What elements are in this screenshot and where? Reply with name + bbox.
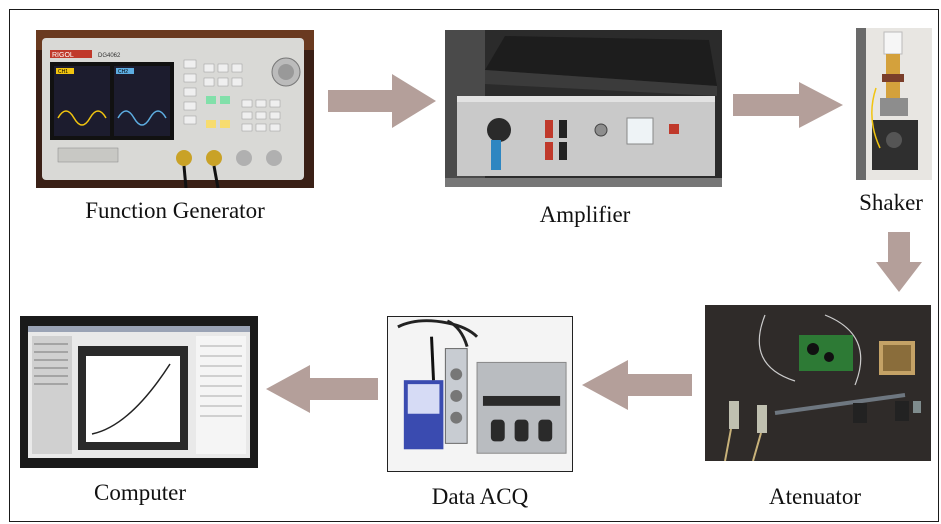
amplifier-label: Amplifier bbox=[539, 202, 631, 227]
arrow-atenuator-to-data-acq bbox=[582, 360, 692, 410]
shaker-photo bbox=[856, 28, 932, 180]
diagram-frame bbox=[9, 9, 939, 522]
ch1-text: CH1 bbox=[58, 69, 68, 75]
arrow-generator-to-amplifier bbox=[328, 74, 436, 128]
brand-text: RIGOL bbox=[52, 52, 74, 59]
arrow-shaker-to-atenuator bbox=[876, 232, 922, 292]
arrow-amplifier-to-shaker bbox=[733, 82, 843, 128]
atenuator-label: Atenuator bbox=[769, 484, 861, 509]
amplifier-photo bbox=[445, 30, 722, 187]
function-generator-label: Function Generator bbox=[85, 198, 265, 223]
model-text: DG4062 bbox=[98, 53, 121, 59]
shaker-label: Shaker bbox=[859, 190, 923, 215]
ch2-text: CH2 bbox=[118, 69, 128, 75]
computer-photo bbox=[20, 316, 258, 468]
function-generator-photo: RIGOL DG4062 CH1 CH2 bbox=[36, 30, 314, 188]
arrow-data-acq-to-computer bbox=[266, 365, 378, 413]
data-acq-photo bbox=[387, 316, 573, 472]
data-acq-label: Data ACQ bbox=[431, 484, 529, 509]
atenuator-photo bbox=[705, 305, 931, 461]
computer-label: Computer bbox=[94, 480, 186, 505]
